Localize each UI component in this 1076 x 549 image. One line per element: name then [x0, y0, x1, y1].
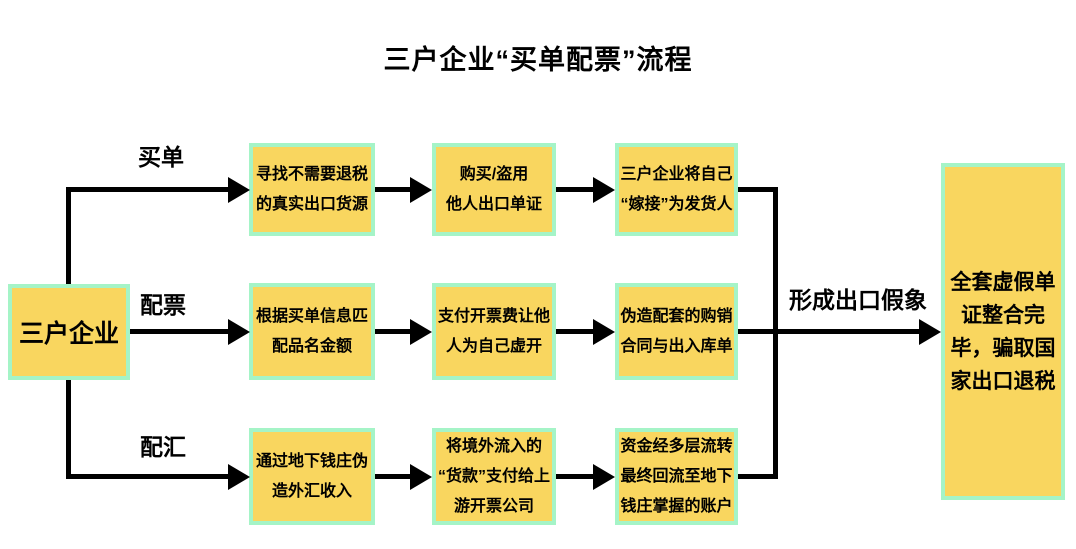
- branch-label-peipiao: 配票: [140, 292, 186, 318]
- connector-line: [375, 187, 414, 192]
- step-box: 资金经多层流转 最终回流至地下 钱庄掌握的账户: [615, 428, 738, 525]
- connector-line: [375, 474, 414, 479]
- flow-title: 三户企业“买单配票”流程: [383, 45, 693, 75]
- arrowhead-icon: [228, 177, 250, 203]
- connector-line: [556, 329, 597, 334]
- step-box: 寻找不需要退税 的真实出口货源: [249, 143, 375, 236]
- connector-line: [66, 187, 71, 284]
- arrowhead-icon: [410, 319, 432, 345]
- connector-line: [556, 474, 597, 479]
- step-box: 将境外流入的 “货款”支付给上 游开票公司: [432, 428, 556, 525]
- arrowhead-icon: [593, 464, 615, 490]
- result-box: 全套虚假单 证整合完 毕，骗取国 家出口退税: [941, 163, 1065, 500]
- arrowhead-icon: [228, 464, 250, 490]
- connector-line: [738, 187, 778, 192]
- arrowhead-icon: [919, 319, 941, 345]
- connector-line: [556, 187, 597, 192]
- step-box: 通过地下钱庄伪 造外汇收入: [249, 428, 375, 525]
- connector-line: [375, 329, 414, 334]
- arrowhead-icon: [410, 177, 432, 203]
- source-box: 三户企业: [8, 284, 130, 380]
- connector-line: [66, 187, 230, 192]
- connector-line: [738, 329, 921, 334]
- connector-line: [130, 329, 230, 334]
- branch-label-peihui: 配汇: [140, 434, 186, 460]
- connector-line: [738, 474, 778, 479]
- step-box: 购买/盗用 他人出口单证: [432, 143, 556, 236]
- connector-line: [66, 474, 230, 479]
- step-box: 根据买单信息匹 配品名金额: [249, 283, 375, 380]
- arrowhead-icon: [228, 319, 250, 345]
- step-box: 三户企业将自己 “嫁接”为发货人: [615, 143, 738, 236]
- arrowhead-icon: [593, 319, 615, 345]
- arrowhead-icon: [410, 464, 432, 490]
- step-box: 伪造配套的购销 合同与出入库单: [615, 283, 738, 380]
- merge-label: 形成出口假象: [789, 287, 927, 313]
- branch-label-maidan: 买单: [138, 144, 184, 170]
- arrowhead-icon: [593, 177, 615, 203]
- step-box: 支付开票费让他 人为自己虚开: [432, 283, 556, 380]
- connector-line: [66, 380, 71, 479]
